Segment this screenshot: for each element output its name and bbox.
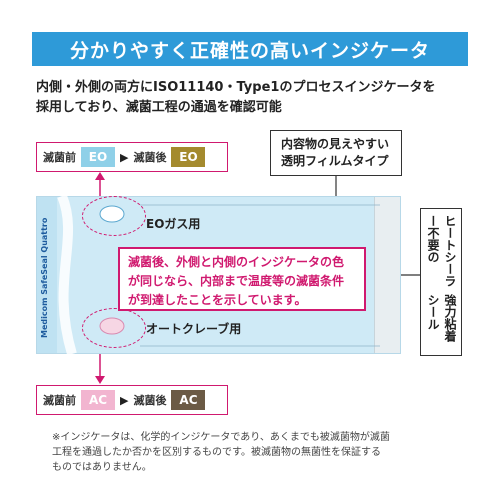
arrow-right-icon: ▶ xyxy=(120,150,129,164)
ac-after-chip: AC xyxy=(171,390,206,410)
pouch-brand: Medicom SafeSeal Quattro xyxy=(40,217,49,338)
intro-line-1: 内側・外側の両方にISO11140・Type1のプロセスインジケータを xyxy=(36,80,436,95)
heat-callout-line-1: ヒートシーラー不要の xyxy=(426,215,457,287)
eo-indicator-row: 滅菌前 EO ▶ 滅菌後 EO xyxy=(36,142,228,172)
pouch-left-strip xyxy=(37,197,57,353)
film-callout-line-1: 内容物の見えやすい xyxy=(281,137,390,151)
explanation-line-2: が同じなら、内部まで温度等の滅菌条件 xyxy=(128,274,345,288)
footnote-line-2: 工程を通過したか否かを区別するものです。被滅菌物の無菌性を保証する xyxy=(52,447,381,458)
pouch-seal-strip xyxy=(374,197,400,353)
footnote-line-3: ものではありません。 xyxy=(52,462,152,473)
film-callout: 内容物の見えやすい 透明フィルムタイプ xyxy=(270,130,402,176)
explanation-line-1: 滅菌後、外側と内側のインジケータの色 xyxy=(128,255,345,269)
eo-before-label: 滅菌前 xyxy=(43,151,76,164)
eo-after-label: 滅菌後 xyxy=(133,151,167,164)
disclaimer-footnote: ※インジケータは、化学的インジケータであり、あくまでも被滅菌物が滅菌 工程を通過… xyxy=(52,430,462,475)
film-callout-line-2: 透明フィルムタイプ xyxy=(281,154,389,168)
indicator-explanation: 滅菌後、外側と内側のインジケータの色 が同じなら、内部まで温度等の滅菌条件 が到… xyxy=(118,247,366,311)
ac-indicator-ring xyxy=(82,308,146,348)
autoclave-label: オートクレーブ用 xyxy=(146,322,242,336)
ac-arrow-head xyxy=(95,376,105,384)
explanation-line-3: が到達したことを示しています。 xyxy=(128,293,307,307)
eo-before-chip: EO xyxy=(81,147,115,167)
footnote-line-1: ※インジケータは、化学的インジケータであり、あくまでも被滅菌物が滅菌 xyxy=(52,432,390,443)
heat-seal-callout: ヒートシーラー不要の 強力粘着シール xyxy=(420,208,462,356)
ac-before-label: 滅菌前 xyxy=(43,394,76,407)
arrow-right-icon: ▶ xyxy=(120,393,129,407)
eo-indicator-ring xyxy=(82,196,146,236)
eo-arrow-head xyxy=(95,172,105,180)
page-title: 分かりやすく正確性の高いインジケータ xyxy=(32,32,468,66)
eo-gas-label: EOガス用 xyxy=(146,217,201,231)
ac-before-chip: AC xyxy=(81,390,115,410)
intro-text: 内側・外側の両方にISO11140・Type1のプロセスインジケータを 採用して… xyxy=(36,78,476,118)
intro-line-2: 採用しており、滅菌工程の通過を確認可能 xyxy=(36,100,282,115)
ac-indicator-row: 滅菌前 AC ▶ 滅菌後 AC xyxy=(36,385,228,415)
eo-after-chip: EO xyxy=(171,147,206,167)
heat-callout-line-2: 強力粘着シール xyxy=(426,293,457,342)
ac-after-label: 滅菌後 xyxy=(133,394,167,407)
